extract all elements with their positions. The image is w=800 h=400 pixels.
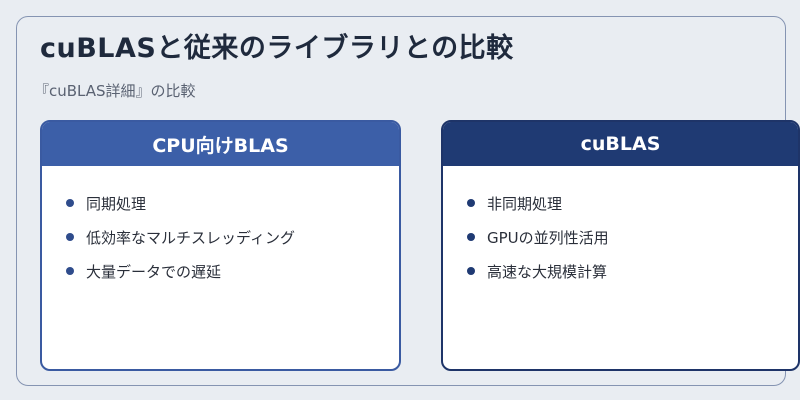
bullet-icon [467, 233, 475, 241]
bullet-icon [66, 233, 74, 241]
bullet-icon [66, 267, 74, 275]
cublas-feature-list: 非同期処理 GPUの並列性活用 高速な大規模計算 [443, 166, 798, 288]
cpu-blas-card-title: CPU向けBLAS [42, 122, 399, 166]
list-item-label: 低効率なマルチスレッディング [86, 228, 295, 247]
cpu-blas-card: CPU向けBLAS 同期処理 低効率なマルチスレッディング 大量データでの遅延 [40, 120, 401, 371]
list-item: GPUの並列性活用 [467, 220, 798, 254]
bullet-icon [66, 199, 74, 207]
list-item: 大量データでの遅延 [66, 254, 399, 288]
cpu-blas-feature-list: 同期処理 低効率なマルチスレッディング 大量データでの遅延 [42, 166, 399, 288]
cublas-card: cuBLAS 非同期処理 GPUの並列性活用 高速な大規模計算 [441, 120, 800, 371]
list-item: 低効率なマルチスレッディング [66, 220, 399, 254]
list-item: 同期処理 [66, 186, 399, 220]
page-subtitle: 『cuBLAS詳細』の比較 [34, 82, 196, 100]
list-item-label: 大量データでの遅延 [86, 262, 222, 281]
bullet-icon [467, 199, 475, 207]
page-title: cuBLASと従来のライブラリとの比較 [40, 33, 514, 64]
list-item-label: 同期処理 [86, 194, 147, 213]
list-item-label: GPUの並列性活用 [487, 228, 609, 247]
list-item: 非同期処理 [467, 186, 798, 220]
list-item-label: 非同期処理 [487, 194, 563, 213]
list-item-label: 高速な大規模計算 [487, 262, 608, 281]
cublas-card-title: cuBLAS [443, 122, 798, 166]
bullet-icon [467, 267, 475, 275]
list-item: 高速な大規模計算 [467, 254, 798, 288]
